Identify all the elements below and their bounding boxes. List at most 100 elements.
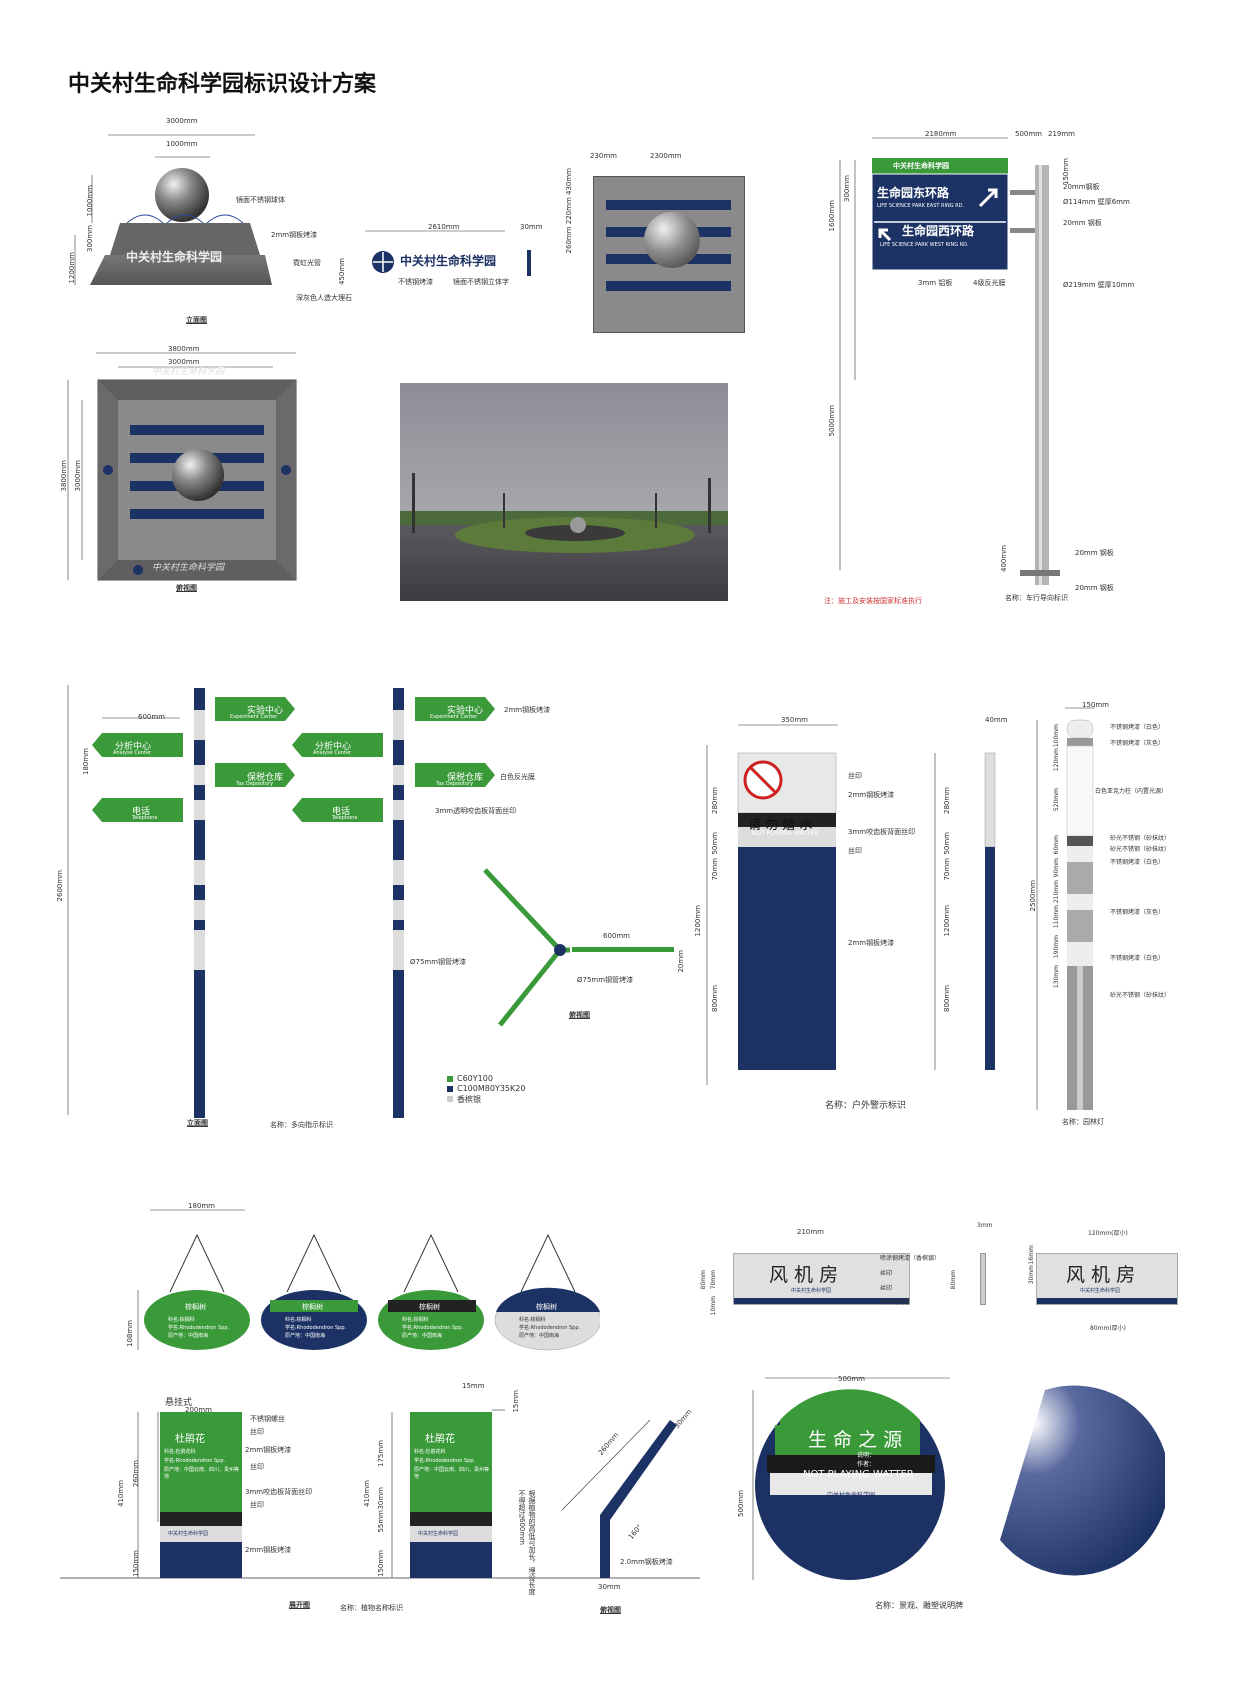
dim-lamp-190: 190mm bbox=[1053, 935, 1060, 959]
note-room-0: 喷涂钢烤漆（香槟银） bbox=[880, 1255, 941, 1262]
sign7-en: Tax Depository bbox=[436, 781, 474, 787]
warning-en: NOT PLAYING WATTER bbox=[752, 830, 819, 837]
note-plant-steel: 2mm钢板烤漆 bbox=[245, 1446, 292, 1454]
note-road-p20b: 20mm 钢板 bbox=[1063, 219, 1102, 227]
note-road-film: 4级反光膜 bbox=[973, 279, 1006, 287]
road-sign-line1-en: LIFE SCIENCE PARK EAST RING RD. bbox=[877, 203, 965, 209]
dim-multi-600: 600mm bbox=[138, 713, 165, 721]
garden-lamp-drawing bbox=[1036, 707, 1095, 1110]
dim-plant-15h: 15mm bbox=[512, 1390, 520, 1413]
tag3-title: 棕榈树 bbox=[419, 1303, 440, 1311]
dim-land-500w: 500mm bbox=[838, 1375, 865, 1383]
dim-multi-top-600: 600mm bbox=[603, 932, 630, 940]
note-plant-screw: 不锈钢螺丝 bbox=[250, 1415, 285, 1423]
page-title: 中关村生命科学园标识设计方案 bbox=[68, 72, 377, 97]
topview-arm bbox=[572, 947, 674, 952]
dim-warn-1200: 1200mm bbox=[694, 905, 702, 937]
dim-plant-410: 410mm bbox=[117, 1480, 125, 1507]
note-lamp-1: 不锈钢烤漆（灰色） bbox=[1110, 740, 1165, 747]
legend-swatch-green bbox=[447, 1076, 453, 1082]
room-sign-back bbox=[1036, 1253, 1178, 1305]
note-lamp-5: 不锈钢烤漆（白色） bbox=[1110, 859, 1165, 866]
landscape-logo: 中关村生命科学园 bbox=[827, 1492, 876, 1499]
sign6-cn: 分析中心 bbox=[315, 742, 352, 752]
tag3-line1: 科名:棕榈科 bbox=[402, 1317, 429, 1323]
note-lamp-8: 砂光不锈钢（砂抹纹） bbox=[1110, 992, 1171, 999]
note-multi-pole: Ø75mm钢管烤漆 bbox=[410, 958, 467, 966]
note-plant-steel2: 2mm钢板烤漆 bbox=[245, 1546, 292, 1554]
note-room-3: 喷涂钢烤漆 bbox=[880, 1299, 911, 1306]
sign1-en: Experiment Center bbox=[230, 714, 278, 720]
note-multi-pole2: Ø75mm钢管烤漆 bbox=[577, 976, 634, 984]
sign8-cn: 电话 bbox=[332, 807, 351, 817]
sign4-cn: 电话 bbox=[132, 807, 151, 817]
dim-lamp-120: 120mm bbox=[1053, 748, 1060, 772]
plan-logo-top: 中关村生命科学园 bbox=[152, 367, 225, 377]
dim-multi-2600: 2600mm bbox=[56, 870, 64, 902]
tag2-line3: 原产地：中国南海 bbox=[285, 1333, 326, 1339]
dim-topview-230: 230mm bbox=[590, 152, 617, 160]
dim-lamp-60: 60mm bbox=[1053, 835, 1060, 855]
note-nameplate-a: 不锈钢烤漆 bbox=[398, 278, 433, 286]
dim-plant-150b: 150mm bbox=[377, 1550, 385, 1577]
note-lamp-3: 砂光不锈钢（砂抹纹） bbox=[1110, 835, 1171, 842]
dim-hang-108: 108mm bbox=[126, 1320, 134, 1347]
label-plant-unfold: 展开图 bbox=[289, 1601, 310, 1609]
dim-room-side-h80: 80mm bbox=[950, 1270, 957, 1290]
dim-warn-350: 350mm bbox=[781, 716, 808, 724]
dim-road-400: 400mm bbox=[1000, 545, 1008, 572]
plant1-line2: 学名:Rhododendron Spp. bbox=[164, 1458, 226, 1464]
monument-elevation bbox=[74, 134, 272, 285]
dim-monument-h1200: 1200mm bbox=[68, 252, 76, 284]
hanging-tags-drawing bbox=[137, 1209, 600, 1351]
note-road-p20a: 20mm钢板 bbox=[1063, 183, 1100, 191]
tag2-line2: 学名:Rhododendron Spp. bbox=[285, 1325, 347, 1331]
nameplate-drawing bbox=[365, 230, 531, 276]
dim-lamp-130: 130mm bbox=[1053, 965, 1060, 989]
dim-monument-h300: 300mm bbox=[86, 225, 94, 252]
tag4-line2: 学名:Rhododendron Spp. bbox=[519, 1325, 581, 1331]
note-multi-steel: 2mm钢板烤漆 bbox=[504, 706, 551, 714]
dim-plan-h3000: 3000mm bbox=[74, 460, 82, 492]
sign6-en: Analyse Center bbox=[313, 750, 352, 756]
dim-warn-70: 70mm bbox=[711, 858, 719, 881]
dim-room-h80: 80mm bbox=[700, 1270, 707, 1290]
plant-sign-drawing bbox=[60, 1409, 700, 1579]
room-sign-text: 风 机 房 bbox=[769, 1264, 839, 1286]
dim-room-3: 3mm bbox=[977, 1222, 993, 1229]
dim-monument-h1000: 1000mm bbox=[86, 185, 94, 217]
dim-road-150: 150mm bbox=[1062, 158, 1070, 185]
road-sign-name: 名称：车行导向标识 bbox=[1005, 594, 1068, 602]
plant2-title: 杜鹃花 bbox=[425, 1434, 455, 1445]
legend-swatch-silver bbox=[447, 1096, 453, 1102]
label-elevation: 立面图 bbox=[186, 316, 207, 324]
dim-plan-3000: 3000mm bbox=[168, 358, 200, 366]
dim-road-1600: 1600mm bbox=[828, 200, 836, 232]
dim-nameplate-450: 450mm bbox=[338, 258, 346, 285]
landscape-sub2: 作者： bbox=[857, 1461, 876, 1468]
dim-land-500h: 500mm bbox=[737, 1490, 745, 1517]
dim-lamp-2500: 2500mm bbox=[1029, 880, 1037, 912]
note-warn-print: 丝印 bbox=[848, 772, 862, 780]
road-sign-logo: 中关村生命科学园 bbox=[893, 162, 949, 170]
dim-road-5000: 5000mm bbox=[828, 405, 836, 437]
dim-multi-top-20: 20mm bbox=[677, 950, 685, 973]
dim-plant-30: 30mm bbox=[377, 1487, 385, 1510]
label-multi-top: 俯视图 bbox=[569, 1011, 590, 1019]
room-sign-back-logo: 中关村生命科学园 bbox=[1080, 1288, 1121, 1294]
plant2-line1: 科名:杜鹃花科 bbox=[414, 1449, 446, 1455]
dim-lamp-100: 100mm bbox=[1053, 724, 1060, 748]
tag3-line2: 学名:Rhododendron Spp. bbox=[402, 1325, 464, 1331]
room-sign-side bbox=[980, 1253, 986, 1305]
note-road-p20c: 20mm 钢板 bbox=[1075, 549, 1114, 557]
label-plan: 俯视图 bbox=[176, 584, 197, 592]
tag1-title: 棕榈树 bbox=[185, 1303, 206, 1311]
dim-lamp-150: 150mm bbox=[1082, 701, 1109, 709]
label-plant-top: 俯视图 bbox=[600, 1606, 621, 1614]
dim-room-210: 210mm bbox=[797, 1228, 824, 1236]
legend-silver: 香槟银 bbox=[457, 1095, 481, 1104]
warning-name: 名称：户外警示标识 bbox=[825, 1101, 907, 1111]
warning-sign-drawing bbox=[706, 724, 996, 1085]
dim-plant-15w: 15mm bbox=[462, 1382, 485, 1390]
dim-warn-50: 50mm bbox=[711, 832, 719, 855]
